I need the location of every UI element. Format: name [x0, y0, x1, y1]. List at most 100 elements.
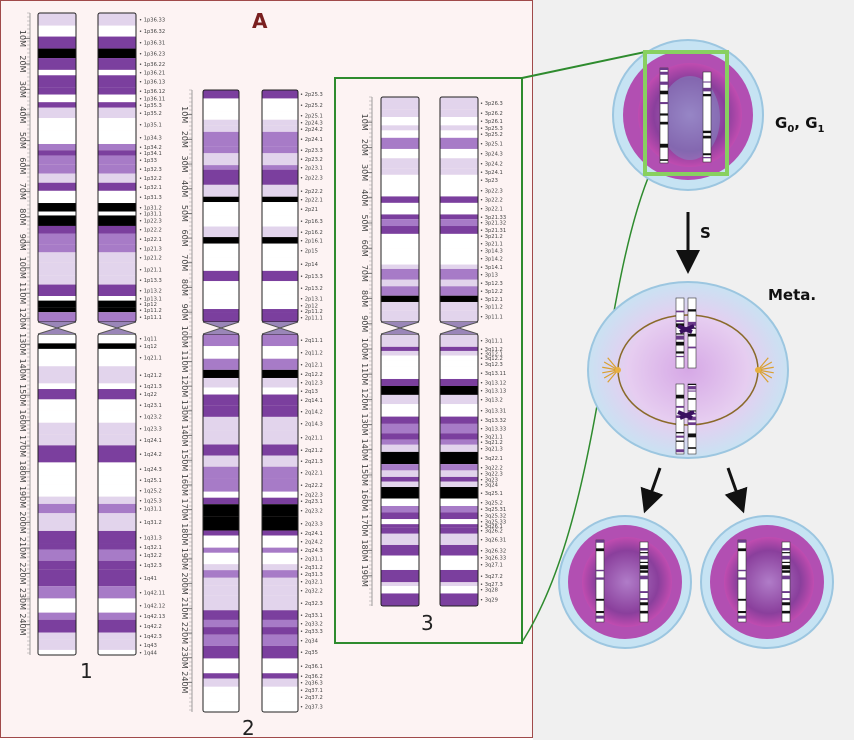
band-label: • 1q31.1	[139, 507, 162, 513]
chromosome-band	[98, 211, 136, 216]
band-label: • 2p16.3	[300, 219, 323, 225]
chromosome-band	[262, 257, 298, 271]
band-label: • 2q24.1	[300, 531, 323, 537]
chromosome-band	[38, 233, 76, 245]
chromosome-band	[381, 487, 419, 499]
chromosome-band	[38, 225, 76, 234]
chromosome-band	[381, 416, 419, 424]
band-label: • 3p22.3	[480, 189, 503, 195]
chromosome-band	[38, 410, 76, 423]
chromosome-band	[262, 497, 298, 505]
chromosome-band	[203, 111, 239, 120]
band-label: • 3p25.2	[480, 132, 503, 138]
band-label: • 1q31.2	[139, 520, 162, 526]
chromosome-band	[381, 109, 419, 118]
chromosome-band	[262, 394, 298, 406]
chromosome-band	[381, 117, 419, 126]
scale-tick-label: 110M	[18, 282, 27, 304]
chromosome-band	[440, 527, 478, 534]
chromosome-band	[440, 385, 478, 395]
chromosome-band	[38, 598, 76, 613]
chromosome-band	[440, 264, 478, 269]
chromosome-band	[38, 334, 76, 344]
chromosome-band	[381, 158, 419, 169]
band-label: • 3q12.3	[480, 362, 503, 368]
chromosome-band	[98, 422, 136, 435]
chromosome-band	[38, 107, 76, 119]
band-label: • 1p35.3	[139, 103, 162, 109]
chromosome-band	[98, 75, 136, 88]
scale-tick-label: 190M	[18, 486, 27, 508]
chromosome-band	[203, 202, 239, 216]
chromosome-band	[98, 69, 136, 76]
chromosome-band	[440, 158, 478, 169]
chromosome-band	[38, 58, 76, 70]
chromosome-band	[98, 102, 136, 108]
chromosome-band	[262, 577, 298, 586]
band-label: • 3q22.2	[480, 465, 503, 471]
band-label: • 1p36.32	[139, 29, 165, 35]
chromosome-band	[203, 405, 239, 417]
chromosome-band	[381, 544, 419, 556]
chromosome-band	[262, 595, 298, 611]
chromosome-band	[381, 569, 419, 583]
band-label: • 2p22.2	[300, 189, 323, 195]
band-label: • 3q12.1	[480, 351, 503, 357]
scale-tick-label: 30M	[360, 164, 369, 181]
chromosome-band	[381, 168, 419, 175]
chromosome-band	[381, 97, 419, 110]
chromosome-band	[98, 549, 136, 561]
band-label: • 2q14.2	[300, 409, 323, 415]
chromosome-band	[262, 153, 298, 166]
chromosome-band	[262, 196, 298, 203]
band-label: • 2p25.3	[300, 92, 323, 98]
chromosome-band	[38, 211, 76, 216]
chromosome-band	[381, 378, 419, 386]
band-label: • 1p31.2	[139, 205, 162, 211]
chromosome-band	[381, 125, 419, 131]
chromosome-band	[440, 555, 478, 560]
chromosome-band	[203, 169, 239, 185]
scale-tick-label: 80M	[180, 279, 189, 296]
chromosome-band	[98, 484, 136, 497]
band-label: • 1p11.1	[139, 315, 162, 321]
chromosome-band	[440, 451, 478, 465]
scale-tick-label: 40M	[360, 189, 369, 206]
chromosome-band	[262, 504, 298, 517]
chromosome-band	[440, 416, 478, 424]
chromosome-band	[203, 387, 239, 395]
chromosome-band	[38, 399, 76, 411]
chromosome-band	[38, 312, 76, 322]
chromosome-band	[98, 203, 136, 212]
chromosome-band	[203, 444, 239, 456]
band-label: • 1q21.1	[139, 356, 162, 362]
chromosome-band	[203, 377, 239, 388]
band-label: • 1p34.1	[139, 151, 162, 157]
chromosome-band	[440, 439, 478, 445]
band-label: • 3q13.12	[480, 380, 506, 386]
chromosome-band	[38, 348, 76, 367]
scale-tick-label: 40M	[18, 106, 27, 123]
chromosome-band	[98, 530, 136, 544]
chromosome-3-ideogram: • 3p26.3• 3p26.2• 3p26.1• 3p25.3• 3p25.2…	[360, 96, 506, 607]
chromosome-band	[262, 202, 298, 216]
chromosome-band	[98, 462, 136, 476]
chromosome-band	[38, 262, 76, 276]
chromosome-band	[38, 102, 76, 108]
band-label: • 1p13.1	[139, 296, 162, 302]
band-label: • 2q24.3	[300, 548, 323, 554]
chromosome-band	[381, 137, 419, 149]
band-label: • 1p36.11	[139, 96, 165, 102]
band-label: • 1q42.13	[139, 614, 165, 620]
chromosome-band	[440, 464, 478, 471]
chromosome-band	[381, 360, 419, 367]
chromosome-band	[440, 378, 478, 386]
chromosome-band	[203, 627, 239, 635]
band-label: • 2q14.1	[300, 398, 323, 404]
band-label: • 2p24.1	[300, 137, 323, 143]
scale-tick-label: 180M	[360, 539, 369, 561]
chromosome-band	[381, 366, 419, 379]
band-label: • 2q32.1	[300, 580, 323, 586]
chromosome-band	[381, 524, 419, 528]
scale-tick-label: 170M	[360, 514, 369, 536]
